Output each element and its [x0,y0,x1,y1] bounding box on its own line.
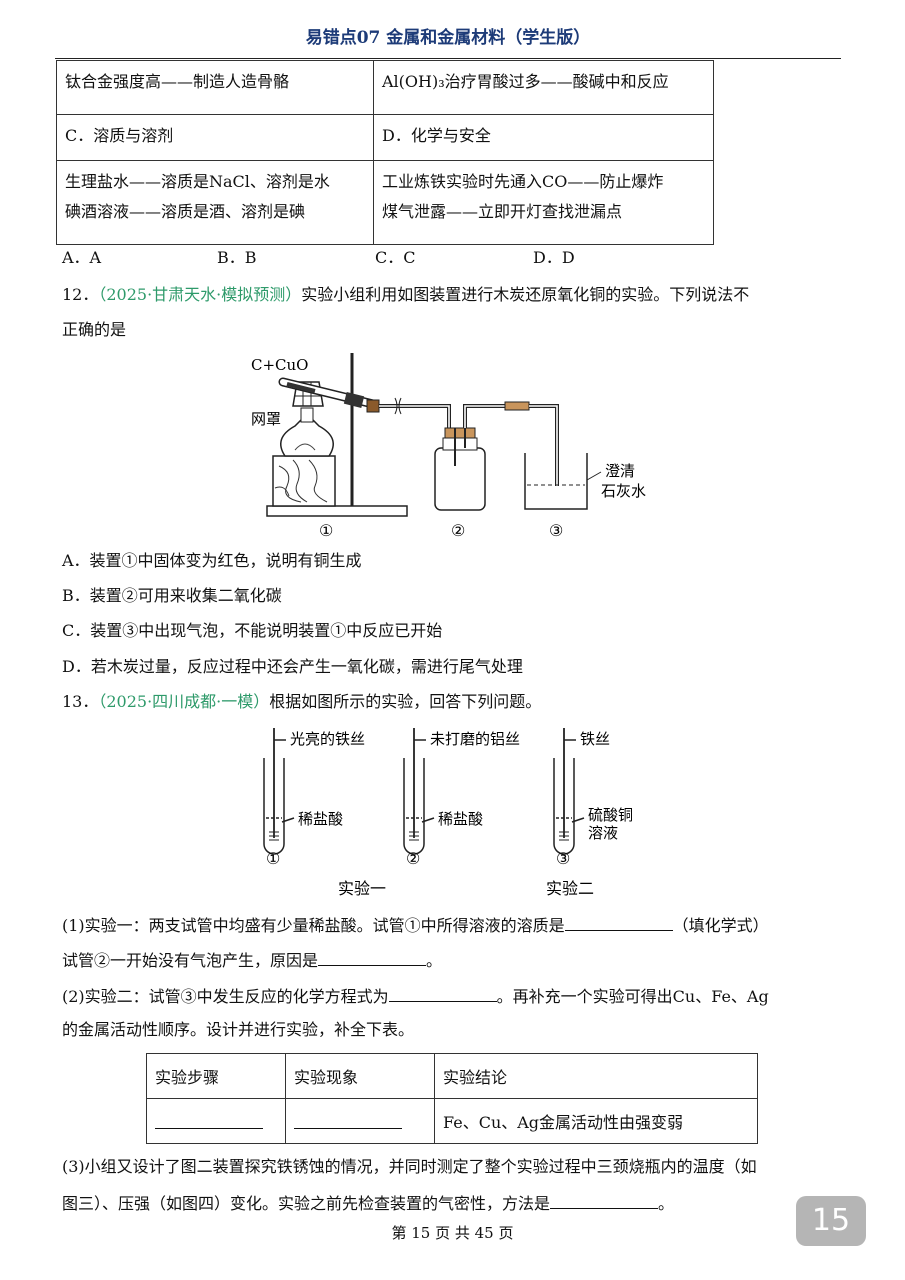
label-wire-3: 铁丝 [580,730,610,748]
answer-blank[interactable] [155,1110,263,1129]
label-device-3: ③ [549,521,563,540]
table-cell [146,1098,286,1144]
option-a: A．A [62,248,102,267]
table-header: 实验现象 [285,1053,435,1099]
label-experiment-2: 实验二 [546,879,594,898]
table-cell: Fe、Cu、Ag金属活动性由强变弱 [434,1098,758,1144]
answer-blank[interactable] [550,1190,659,1209]
page-number-badge: 15 [796,1196,866,1246]
table-cell: 生理盐水——溶质是NaCl、溶剂是水 碘酒溶液——溶质是酒、溶剂是碘 [56,160,374,245]
option-b: B．B [217,248,257,267]
page-title: 易错点07 金属和金属材料（学生版） [55,18,841,59]
apparatus-figure: C+CuO 网罩 澄清 石灰水 ① ② ③ [251,353,646,540]
table-cell [285,1098,435,1144]
q13-part3-cont: 图三）、压强（如图四）变化。实验之前先检查装置的气密性，方法是。 [62,1190,674,1216]
label-wire-1: 光亮的铁丝 [290,730,365,748]
q13-part3: (3)小组又设计了图二装置探究铁锈蚀的情况，并同时测定了整个实验过程中三颈烧瓶内… [62,1157,757,1176]
option-d: D．D [533,248,575,267]
answer-blank[interactable] [564,912,673,931]
label-experiment-1: 实验一 [338,879,386,898]
experiment-table: 实验步骤 实验现象 实验结论 Fe、Cu、Ag金属活动性由强变弱 [146,1053,758,1144]
answer-blank[interactable] [294,1110,402,1129]
q12-option-a: A．装置①中固体变为红色，说明有铜生成 [62,551,362,570]
question-source: （2025·甘肃天水·模拟预测） [98,285,302,304]
answer-blank[interactable] [318,947,427,966]
table-header: 实验步骤 [146,1053,286,1099]
label-tube-3: ③ [556,849,570,868]
label-wire-2: 未打磨的铝丝 [430,730,520,748]
q13-stem: 13．（2025·四川成都·一模）根据如图所示的实验，回答下列问题。 [62,692,542,711]
question-source: （2025·四川成都·一模） [98,692,270,711]
label-tube-2: ② [406,849,420,868]
q12-stem-cont: 正确的是 [62,320,127,339]
page-footer: 第 15 页 共 45 页 [391,1224,514,1242]
label-cuso4-2: 溶液 [588,824,618,842]
table-cell: 钛合金强度高——制造人造骨骼 [56,60,374,115]
question-number: 12． [62,285,99,304]
q13-part1: (1)实验一：两支试管中均盛有少量稀盐酸。试管①中所得溶液的溶质是（填化学式） [62,912,769,938]
label-device-1: ① [319,521,333,540]
table-header: 实验结论 [434,1053,758,1099]
q12-option-b: B．装置②可用来收集二氧化碳 [62,586,282,605]
label-gauze: 网罩 [251,410,281,428]
table-cell: C．溶质与溶剂 [56,114,374,161]
q13-part2-cont: 的金属活动性顺序。设计并进行实验，补全下表。 [62,1020,415,1039]
label-limewater: 澄清 [605,462,635,480]
label-acid-1: 稀盐酸 [298,810,343,828]
label-device-2: ② [451,521,465,540]
q12-stem: 12．（2025·甘肃天水·模拟预测）实验小组利用如图装置进行木炭还原氧化铜的实… [62,285,750,304]
options-table: 钛合金强度高——制造人造骨骼 Al(OH)₃治疗胃酸过多——酸碱中和反应 C．溶… [56,60,714,245]
label-limewater-2: 石灰水 [601,482,646,500]
q12-option-c: C．装置③中出现气泡，不能说明装置①中反应已开始 [62,621,443,640]
table-cell: 工业炼铁实验时先通入CO——防止爆炸 煤气泄露——立即开灯查找泄漏点 [373,160,714,245]
label-acid-2: 稀盐酸 [438,810,483,828]
q13-part2: (2)实验二：试管③中发生反应的化学方程式为。再补充一个实验可得出Cu、Fe、A… [62,983,769,1009]
test-tube-figure: 光亮的铁丝 未打磨的铝丝 铁丝 稀盐酸 稀盐酸 硫酸铜 溶液 ① ② ③ 实验一… [263,728,633,898]
answer-blank[interactable] [388,983,497,1002]
label-tube-1: ① [266,849,280,868]
label-reactants: C+CuO [251,356,308,374]
table-cell: Al(OH)₃治疗胃酸过多——酸碱中和反应 [373,60,714,115]
q12-option-d: D．若木炭过量，反应过程中还会产生一氧化碳，需进行尾气处理 [62,657,523,676]
q13-part1-cont: 试管②一开始没有气泡产生，原因是。 [62,947,442,973]
label-cuso4: 硫酸铜 [588,806,633,824]
question-number: 13． [62,692,99,711]
table-cell: D．化学与安全 [373,114,714,161]
option-c: C．C [375,248,416,267]
q11-options: A．A B．B C．C D．D [62,246,575,270]
